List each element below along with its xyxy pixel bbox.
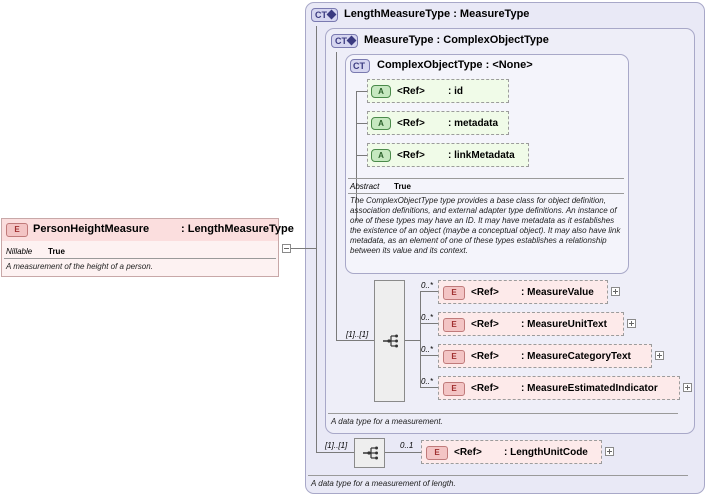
element-icon: E bbox=[426, 446, 448, 460]
complex-type-icon: CT bbox=[331, 34, 358, 48]
element-cardinality: 0..* bbox=[421, 377, 434, 386]
element-icon: E bbox=[6, 223, 28, 237]
element-connector bbox=[420, 323, 438, 324]
expand-icon[interactable] bbox=[683, 383, 692, 392]
nillable-label: Nillable bbox=[6, 247, 33, 256]
element-icon: E bbox=[443, 318, 465, 332]
attribute-connector bbox=[356, 123, 368, 124]
separator bbox=[348, 178, 624, 179]
sequence-connector bbox=[316, 26, 317, 452]
nillable-value: True bbox=[48, 247, 65, 256]
attribute-icon: A bbox=[371, 149, 391, 162]
attribute-metadata[interactable]: A <Ref> : metadata bbox=[367, 111, 509, 135]
type-connector bbox=[291, 248, 316, 249]
separator bbox=[348, 193, 624, 194]
abstract-value: True bbox=[394, 182, 411, 191]
root-element-description: A measurement of the height of a person. bbox=[6, 262, 153, 271]
complex-object-type-description: The ComplexObjectType type provides a ba… bbox=[350, 196, 621, 255]
sequence-connector bbox=[336, 52, 337, 340]
root-element-name: PersonHeightMeasure bbox=[33, 223, 150, 235]
element-cardinality: 0..* bbox=[421, 281, 434, 290]
measure-type-title: MeasureType : ComplexObjectType bbox=[364, 34, 549, 46]
element-connector bbox=[405, 340, 420, 341]
sequence-connector bbox=[316, 452, 354, 453]
element-length-unit-code[interactable]: E <Ref> : LengthUnitCode bbox=[421, 440, 602, 464]
root-element-header bbox=[2, 219, 278, 241]
element-connector bbox=[420, 387, 438, 388]
complex-type-icon: CT bbox=[311, 8, 338, 22]
complex-object-type-title: ComplexObjectType : <None> bbox=[377, 59, 533, 71]
element-measure-estimated-indicator[interactable]: E <Ref> : MeasureEstimatedIndicator bbox=[438, 376, 680, 400]
length-measure-type-title: LengthMeasureType : MeasureType bbox=[344, 8, 530, 20]
separator bbox=[308, 475, 688, 476]
element-cardinality: 0..* bbox=[421, 313, 434, 322]
length-measure-type-description: A data type for a measurement of length. bbox=[311, 479, 456, 488]
attribute-icon: A bbox=[371, 85, 391, 98]
attribute-connector bbox=[356, 155, 368, 156]
element-cardinality: 0..* bbox=[421, 345, 434, 354]
abstract-label: Abstract bbox=[350, 182, 380, 191]
element-cardinality: 0..1 bbox=[400, 441, 414, 450]
element-icon: E bbox=[443, 286, 465, 300]
measure-type-description: A data type for a measurement. bbox=[331, 417, 443, 426]
expand-icon[interactable] bbox=[605, 447, 614, 456]
separator bbox=[328, 413, 678, 414]
sequence-connector bbox=[336, 340, 374, 341]
complex-type-icon: CT bbox=[350, 59, 370, 73]
separator bbox=[4, 258, 276, 259]
element-connector bbox=[385, 452, 421, 453]
element-connector bbox=[420, 291, 438, 292]
expand-icon[interactable] bbox=[627, 319, 636, 328]
attribute-link-metadata[interactable]: A <Ref> : linkMetadata bbox=[367, 143, 529, 167]
element-connector bbox=[420, 291, 421, 387]
root-element-type: : LengthMeasureType bbox=[181, 223, 294, 235]
element-connector bbox=[420, 355, 438, 356]
sequence-cardinality: [1]..[1] bbox=[346, 330, 369, 339]
element-icon: E bbox=[443, 350, 465, 364]
sequence-icon bbox=[383, 333, 399, 349]
expand-icon[interactable] bbox=[611, 287, 620, 296]
sequence-cardinality: [1]..[1] bbox=[325, 441, 348, 450]
sequence-icon bbox=[363, 445, 379, 461]
element-icon: E bbox=[443, 382, 465, 396]
attribute-icon: A bbox=[371, 117, 391, 130]
element-measure-value[interactable]: E <Ref> : MeasureValue bbox=[438, 280, 608, 304]
expand-icon[interactable] bbox=[655, 351, 664, 360]
sequence-compositor[interactable] bbox=[354, 438, 385, 468]
attribute-connector bbox=[356, 91, 368, 92]
attribute-id[interactable]: A <Ref> : id bbox=[367, 79, 509, 103]
element-measure-category-text[interactable]: E <Ref> : MeasureCategoryText bbox=[438, 344, 652, 368]
element-measure-unit-text[interactable]: E <Ref> : MeasureUnitText bbox=[438, 312, 624, 336]
attribute-connector bbox=[356, 91, 357, 221]
sequence-compositor[interactable] bbox=[374, 280, 405, 402]
collapse-icon[interactable] bbox=[282, 244, 291, 253]
